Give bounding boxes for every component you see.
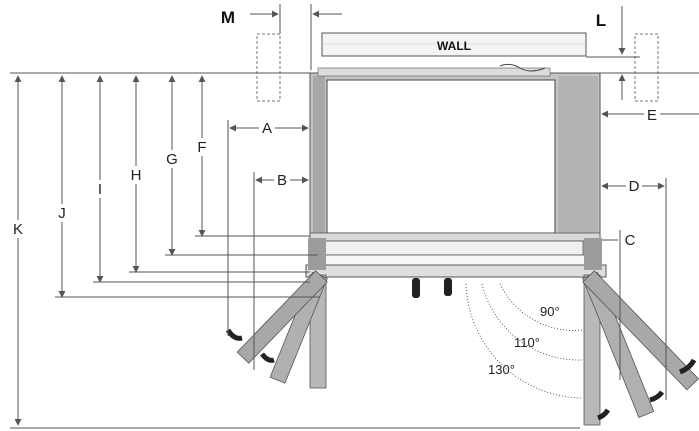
screen-panel: [326, 79, 556, 234]
dim-i-label: I: [98, 181, 102, 198]
center-handle: [444, 278, 452, 296]
left-side-rail: [313, 76, 325, 266]
angle-arcs: 90° 110° 130°: [465, 283, 583, 399]
horizontal-dimensions-right: C D E: [601, 105, 699, 400]
left-bracket: [308, 238, 326, 270]
angle-90-label: 90°: [540, 304, 560, 319]
right-bracket: [584, 238, 602, 270]
left-door-positions: [225, 270, 328, 389]
vertical-dimensions: K J I H G F: [10, 75, 320, 426]
right-door-positions: [582, 270, 699, 426]
left-door-handle-2: [260, 352, 275, 363]
dim-k-label: K: [13, 221, 23, 238]
lower-rail: [309, 232, 601, 242]
dim-b-label: B: [277, 172, 287, 189]
dim-g-label: G: [166, 151, 178, 168]
left-handle: [412, 278, 420, 298]
dim-d-label: D: [629, 178, 640, 195]
right-door-handle-2: [649, 390, 665, 403]
dim-l-label: L: [596, 11, 606, 30]
dim-e-label: E: [647, 107, 657, 124]
dim-f-label: F: [197, 139, 206, 156]
dim-m-label: M: [221, 8, 235, 27]
front-edge: [305, 264, 607, 278]
desk-surface: [317, 254, 591, 266]
dim-c-label: C: [625, 232, 636, 249]
wall-block: [321, 32, 587, 57]
right-door-130: [582, 270, 699, 391]
cable: [499, 63, 546, 72]
angle-110-label: 110°: [514, 335, 540, 350]
left-clearance-box: [256, 33, 281, 102]
right-clearance-box: [634, 33, 659, 102]
clearance-dimensions: M L: [221, 4, 640, 100]
left-door-130: [236, 270, 328, 364]
top-hinge-bar: [317, 67, 551, 77]
horizontal-dimensions-left: A B: [227, 119, 309, 370]
right-door-handle-1: [679, 358, 697, 375]
wall: WALL: [321, 32, 587, 57]
dim-a-label: A: [262, 120, 272, 137]
dim-h-label: H: [131, 167, 142, 184]
left-door-handle-1: [225, 328, 243, 341]
dim-j-label: J: [58, 205, 66, 222]
angle-130-label: 130°: [488, 362, 515, 377]
keyboard-tray: [324, 240, 584, 256]
cabinet: [305, 63, 607, 278]
right-door-handle-3: [597, 408, 611, 421]
wall-label: WALL: [437, 39, 471, 53]
